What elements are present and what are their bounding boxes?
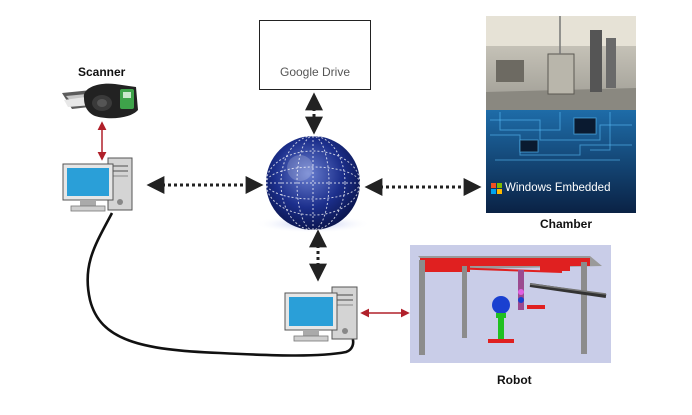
chamber-photo — [486, 16, 636, 213]
robot-label: Robot — [497, 373, 532, 387]
computer-icon — [62, 157, 133, 212]
scanner-icon — [62, 83, 138, 119]
globe-icon — [255, 135, 371, 233]
windows-embedded-label: Windows Embedded — [505, 182, 611, 194]
chamber-label: Chamber — [540, 217, 592, 231]
google-drive-box: Google Drive — [259, 20, 371, 90]
cable-line — [86, 212, 355, 357]
windows-logo — [491, 183, 502, 194]
robot-render — [410, 245, 611, 363]
google-drive-label: Google Drive — [279, 65, 351, 79]
computer-icon — [284, 286, 358, 342]
scanner-label: Scanner — [78, 65, 126, 79]
